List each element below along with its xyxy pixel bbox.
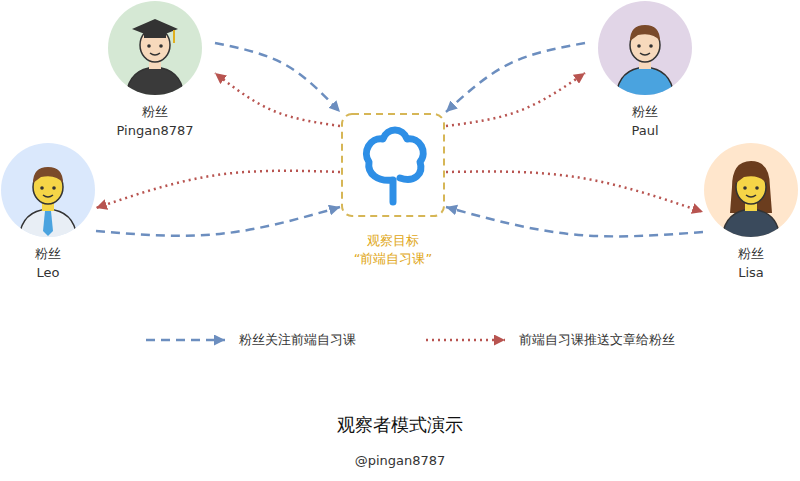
legend-text: 前端自习课推送文章给粉丝 xyxy=(519,331,675,349)
fan-label: 粉丝 xyxy=(738,245,764,262)
node-figure xyxy=(340,112,446,222)
follow-arrow xyxy=(446,43,585,112)
fan-node: 粉丝 Lisa xyxy=(703,143,799,281)
push-arrow xyxy=(446,73,585,126)
fan-node: 粉丝 Pingan8787 xyxy=(95,1,215,139)
node-figure xyxy=(1,143,95,241)
node-figure xyxy=(704,143,798,241)
fan-avatar xyxy=(108,1,202,95)
fan-avatar xyxy=(598,1,692,95)
target-icon xyxy=(340,112,446,218)
legend-entry: 粉丝关注前端自习课 xyxy=(145,331,356,349)
fan-node: 粉丝 Leo xyxy=(0,143,96,281)
fan-label: 粉丝 xyxy=(35,245,61,262)
subject-label: 观察目标 xyxy=(367,232,419,249)
follow-arrow xyxy=(446,207,703,236)
fan-avatar xyxy=(1,143,95,237)
legend-line-sample xyxy=(425,332,507,348)
diagram-caption: @pingan8787 xyxy=(0,453,800,468)
push-arrow xyxy=(96,171,340,208)
node-figure xyxy=(598,1,692,99)
legend-entry: 前端自习课推送文章给粉丝 xyxy=(425,331,675,349)
push-arrow xyxy=(446,172,703,212)
push-arrow xyxy=(215,73,340,126)
legend-line-sample xyxy=(145,332,227,348)
fan-name: Leo xyxy=(37,264,60,281)
fan-name: Pingan8787 xyxy=(117,122,194,139)
node-figure xyxy=(108,1,202,99)
fan-avatar xyxy=(704,143,798,237)
fan-name: Lisa xyxy=(738,264,764,281)
follow-arrow xyxy=(215,43,340,112)
fan-node: 粉丝 Paul xyxy=(585,1,705,139)
dashed-frame xyxy=(342,114,444,216)
follow-arrow xyxy=(96,207,340,236)
tree-logo xyxy=(366,130,423,202)
legend-text: 粉丝关注前端自习课 xyxy=(239,331,356,349)
fan-label: 粉丝 xyxy=(632,103,658,120)
fan-label: 粉丝 xyxy=(142,103,168,120)
fan-name: Paul xyxy=(631,122,658,139)
avatar-circle xyxy=(1,143,95,237)
observed-subject: 观察目标“前端自习课” xyxy=(340,112,446,267)
diagram-title: 观察者模式演示 xyxy=(0,413,800,437)
subject-label: “前端自习课” xyxy=(354,250,432,267)
